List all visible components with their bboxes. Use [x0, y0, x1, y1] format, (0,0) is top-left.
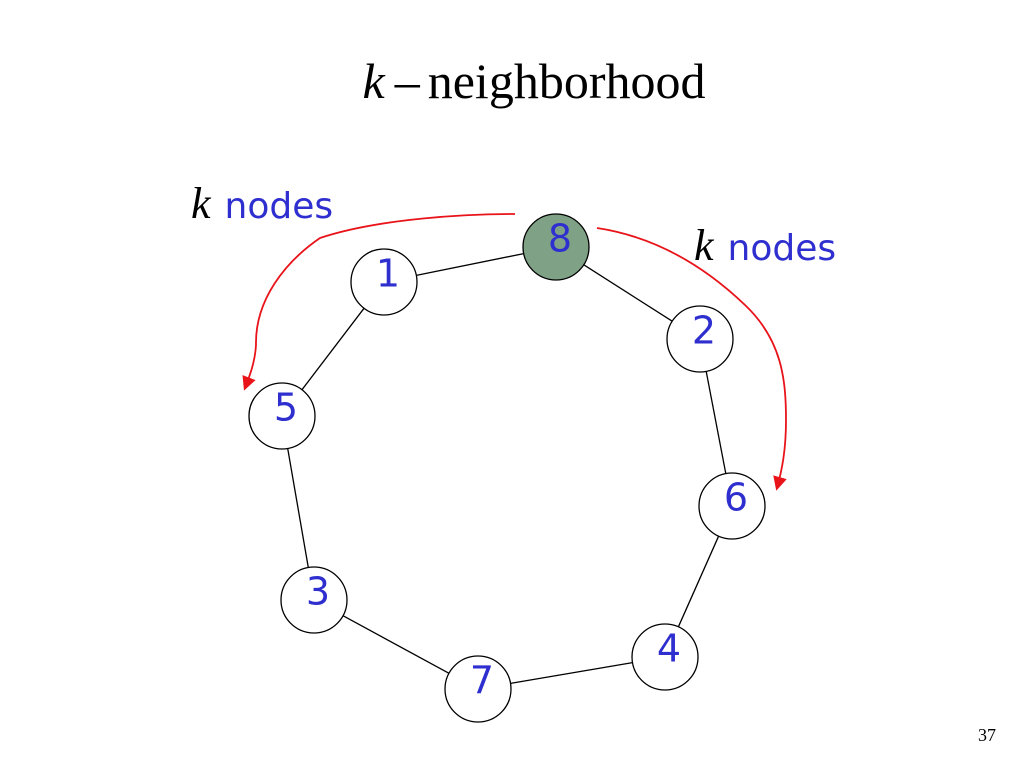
graph-node-6: 6: [698, 472, 766, 540]
node-label-1: 1: [376, 252, 400, 296]
edge-5-3: [287, 448, 309, 568]
node-circle-8: [522, 213, 590, 281]
edge-2-8: [583, 264, 673, 322]
arrows: [242, 213, 787, 491]
node-label-3: 3: [306, 570, 330, 614]
graph-node-3: 3: [280, 566, 348, 634]
node-circle-7: [444, 655, 512, 723]
page-number: 37: [978, 725, 996, 745]
slide-title: k–neighborhood: [0, 52, 1024, 110]
edges: [287, 252, 727, 685]
left-neighborhood-arrow: [242, 213, 516, 391]
title-variable: k: [362, 53, 385, 109]
node-circle-6: [698, 472, 766, 540]
right-label-variable: k: [694, 221, 714, 270]
title-word: neighborhood: [427, 53, 706, 109]
node-label-2: 2: [692, 309, 716, 353]
graph-node-1: 1: [350, 248, 418, 316]
edge-1-5: [301, 307, 365, 391]
left-label-variable: k: [191, 179, 211, 228]
graph-node-7: 7: [444, 655, 512, 723]
right-neighborhood-arrow: [596, 227, 787, 491]
edge-6-2: [705, 371, 727, 474]
graph-node-8: 8: [522, 213, 590, 281]
edge-8-1: [416, 252, 524, 277]
edge-4-6: [677, 535, 720, 628]
node-circle-3: [280, 566, 348, 634]
graph-node-5: 5: [248, 382, 316, 450]
node-circle-4: [631, 623, 699, 691]
right-label-word: nodes: [727, 228, 837, 269]
graph-node-2: 2: [666, 305, 734, 373]
node-label-6: 6: [724, 476, 748, 520]
node-label-5: 5: [274, 386, 298, 430]
node-circle-2: [666, 305, 734, 373]
edge-7-4: [510, 661, 633, 685]
title-dash: –: [394, 53, 420, 109]
left-label-word: nodes: [224, 186, 334, 227]
node-label-8: 8: [548, 217, 572, 261]
node-circle-1: [350, 248, 418, 316]
edge-3-7: [342, 615, 450, 674]
node-label-7: 7: [470, 659, 494, 703]
nodes: 8 1 2 5 6 3 4 7: [248, 213, 766, 723]
node-circle-5: [248, 382, 316, 450]
graph-node-4: 4: [631, 623, 699, 691]
node-label-4: 4: [657, 627, 681, 671]
